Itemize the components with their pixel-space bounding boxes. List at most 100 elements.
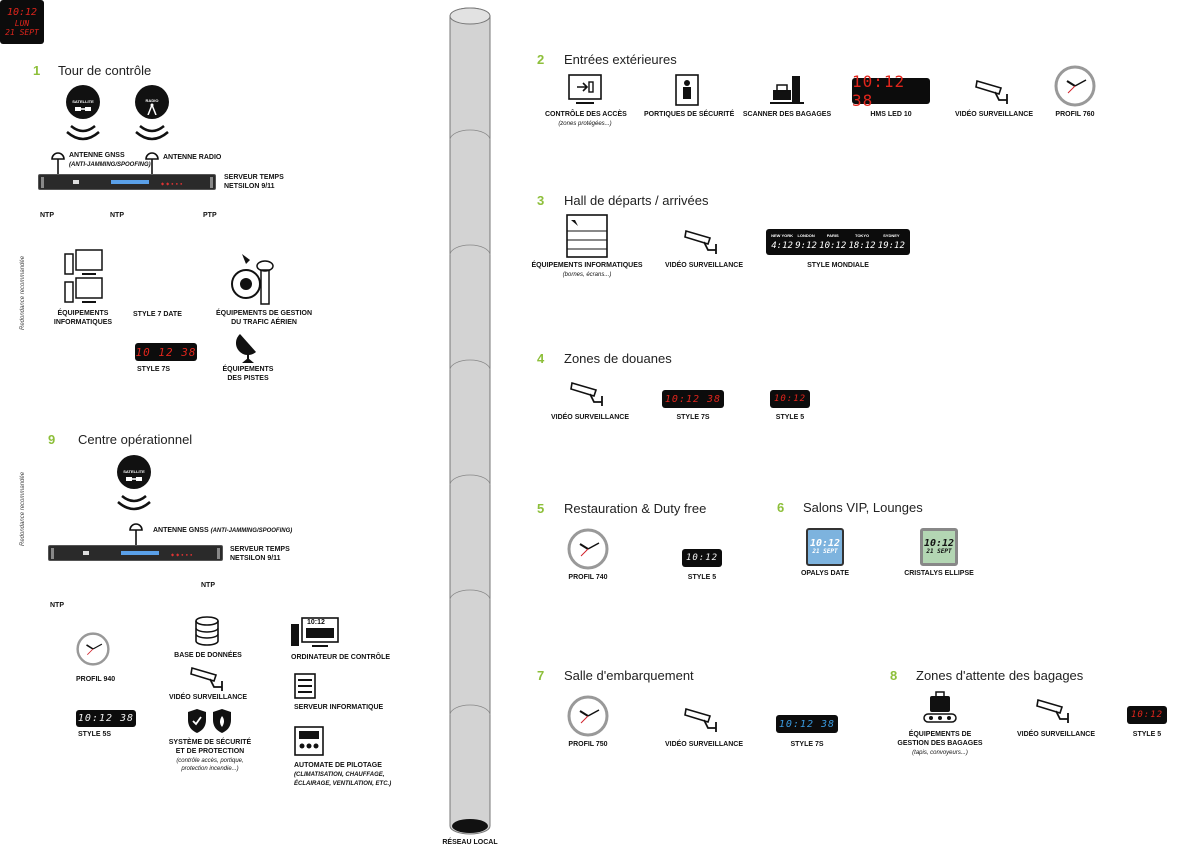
- camera-icon: [684, 707, 717, 732]
- section-9-title: Centre opérationnel: [78, 432, 193, 447]
- security-gate-icon: [675, 74, 699, 106]
- section-1-number: 1: [33, 63, 41, 78]
- clock-icon: [567, 528, 609, 570]
- style-5-label-8: STYLE 5: [1132, 731, 1162, 738]
- camera-icon: [684, 229, 717, 254]
- video-label-7: VIDÉO SURVEILLANCE: [664, 741, 744, 748]
- style-5-display-5: 10:12: [682, 549, 722, 567]
- redundancy-note-1: Redondance recommandée: [20, 255, 26, 330]
- shield-icon: [188, 709, 231, 733]
- world-clock-city: LONDON 9:12: [795, 233, 817, 255]
- clock-icon: [76, 632, 110, 666]
- camera-icon: [975, 79, 1008, 104]
- it-kiosk-label: ÉQUIPEMENTS INFORMATIQUES (bornes, écran…: [531, 262, 643, 278]
- cristalys-display: 10:12 21 SEPT: [920, 528, 958, 566]
- section-6-title: Salons VIP, Lounges: [803, 500, 923, 515]
- opalys-date-display: 10:12 21 SEPT: [806, 528, 844, 566]
- video-label-3: VIDÉO SURVEILLANCE: [664, 262, 744, 269]
- style-5s-label: STYLE 5S: [78, 731, 112, 738]
- video-label-9: VIDÉO SURVEILLANCE: [168, 694, 248, 701]
- world-clock-city-name: SYDNEY: [883, 233, 900, 238]
- world-clock-city-name: PARIS: [826, 233, 839, 238]
- automation-label: AUTOMATE DE PILOTAGE (climatisation, cha…: [294, 762, 392, 787]
- section-2-number: 2: [537, 52, 545, 67]
- atm-equipment-label: ÉQUIPEMENTS DE GESTION DU TRAFIC AÉRIEN: [215, 310, 313, 326]
- satellite-waves-icon: [66, 125, 100, 141]
- style-5s-display: 10:12 38: [76, 710, 136, 727]
- gnss-antenna-icon: [51, 152, 65, 174]
- satellite-icon: SATELLITE: [117, 455, 151, 489]
- camera-icon: [190, 666, 223, 691]
- security-system-label: SYSTÈME DE SÉCURITÉ ET DE PROTECTION (co…: [168, 739, 252, 773]
- satellite-waves-icon: [117, 495, 151, 511]
- clock-icon: [567, 695, 609, 737]
- ntp-label-9a: NTP: [201, 582, 215, 589]
- world-clock-city-name: LONDON: [797, 233, 815, 238]
- network-pipe: [449, 7, 491, 835]
- section-4-number: 4: [537, 351, 545, 366]
- gnss-antenna-icon: [129, 523, 143, 545]
- radio-icon: RADIO: [135, 85, 169, 119]
- profil-760-label: PROFIL 760: [1055, 111, 1095, 118]
- automation-icon: [294, 726, 324, 756]
- redundancy-note-9: Redondance recommandée: [20, 471, 26, 546]
- world-clock-city-time: 4:12: [771, 241, 793, 251]
- scanner-icon: [770, 76, 804, 104]
- time-server-rack-9: ◆◆●●●: [48, 545, 223, 561]
- world-clock-city: NEW YORK 4:12: [771, 233, 793, 255]
- kiosk-screen-icon: [566, 214, 608, 258]
- network-label: RÉSEAU LOCAL: [442, 839, 498, 846]
- section-2-title: Entrées extérieures: [564, 52, 677, 67]
- ntp-label-2: NTP: [110, 212, 124, 219]
- it-server-label: SERVEUR INFORMATIQUE: [294, 704, 384, 711]
- world-clock-city-time: 10:12: [819, 241, 847, 251]
- camera-icon: [1036, 698, 1069, 723]
- video-label-8: VIDÉO SURVEILLANCE: [1016, 731, 1096, 738]
- style-7s-display-7: 10:12 38: [776, 715, 838, 733]
- gnss-antenna-label-9: ANTENNE GNSS (anti-jamming/spoofing): [153, 527, 293, 534]
- world-clock-city-time: 9:12: [795, 241, 817, 251]
- radio-antenna-icon: [145, 152, 159, 174]
- section-5-title: Restauration & Duty free: [564, 501, 707, 516]
- hms-led-label: HMS LED 10: [870, 111, 912, 118]
- access-control-label: CONTRÔLE DES ACCÈS (zones protégées...): [545, 111, 627, 127]
- section-7-number: 7: [537, 668, 545, 683]
- world-clock-city-time: 18:12: [848, 241, 876, 251]
- database-label: BASE DE DONNÉES: [174, 652, 242, 659]
- control-computer-label: ORDINATEUR DE CONTRÔLE: [291, 654, 391, 661]
- style-7s-label-7: STYLE 7S: [790, 741, 824, 748]
- profil-750-label: PROFIL 750: [568, 741, 608, 748]
- section-7-title: Salle d'embarquement: [564, 668, 694, 683]
- style-5-display-4: 10:12: [770, 390, 810, 408]
- section-8-title: Zones d'attente des bagages: [916, 668, 1084, 683]
- world-clock-city-name: NEW YORK: [771, 233, 794, 238]
- style-5-label-5: STYLE 5: [687, 574, 717, 581]
- section-3-number: 3: [537, 193, 545, 208]
- baggage-handling-label: ÉQUIPEMENTS DE GESTION DES BAGAGES (tapi…: [897, 731, 983, 756]
- video-label-4: VIDÉO SURVEILLANCE: [550, 414, 630, 421]
- luggage-icon: [923, 691, 957, 723]
- database-icon: [195, 616, 219, 646]
- radio-waves-icon: [135, 125, 169, 141]
- video-label-2: VIDÉO SURVEILLANCE: [954, 111, 1034, 118]
- world-clock-city: PARIS 10:12: [819, 233, 846, 255]
- style-7-date-label: STYLE 7 DATE: [133, 311, 182, 318]
- clock-icon: [1054, 65, 1096, 107]
- control-computer-icon: 10:12: [290, 616, 340, 650]
- scanner-label: SCANNER DES BAGAGES: [742, 111, 832, 118]
- security-gate-label: PORTIQUES DE SÉCURITÉ: [644, 111, 735, 118]
- style-mondiale-label: STYLE MONDIALE: [807, 262, 869, 269]
- profil-740-label: PROFIL 740: [568, 574, 608, 581]
- section-6-number: 6: [777, 500, 785, 515]
- ntp-label-1: NTP: [40, 212, 54, 219]
- style-7s-display-4: 10:12 38: [662, 390, 724, 408]
- ptp-label: PTP: [203, 212, 217, 219]
- it-equipment-label: ÉQUIPEMENTS INFORMATIQUES: [53, 310, 113, 326]
- time-server-label: SERVEUR TEMPS NETSILON 9/11: [224, 174, 284, 190]
- style-7-date-display: 10:12 LUN 21 SEPT: [0, 0, 44, 44]
- access-control-icon: [568, 74, 602, 104]
- section-3-title: Hall de départs / arrivées: [564, 193, 709, 208]
- radio-antenna-label: ANTENNE RADIO: [163, 154, 222, 161]
